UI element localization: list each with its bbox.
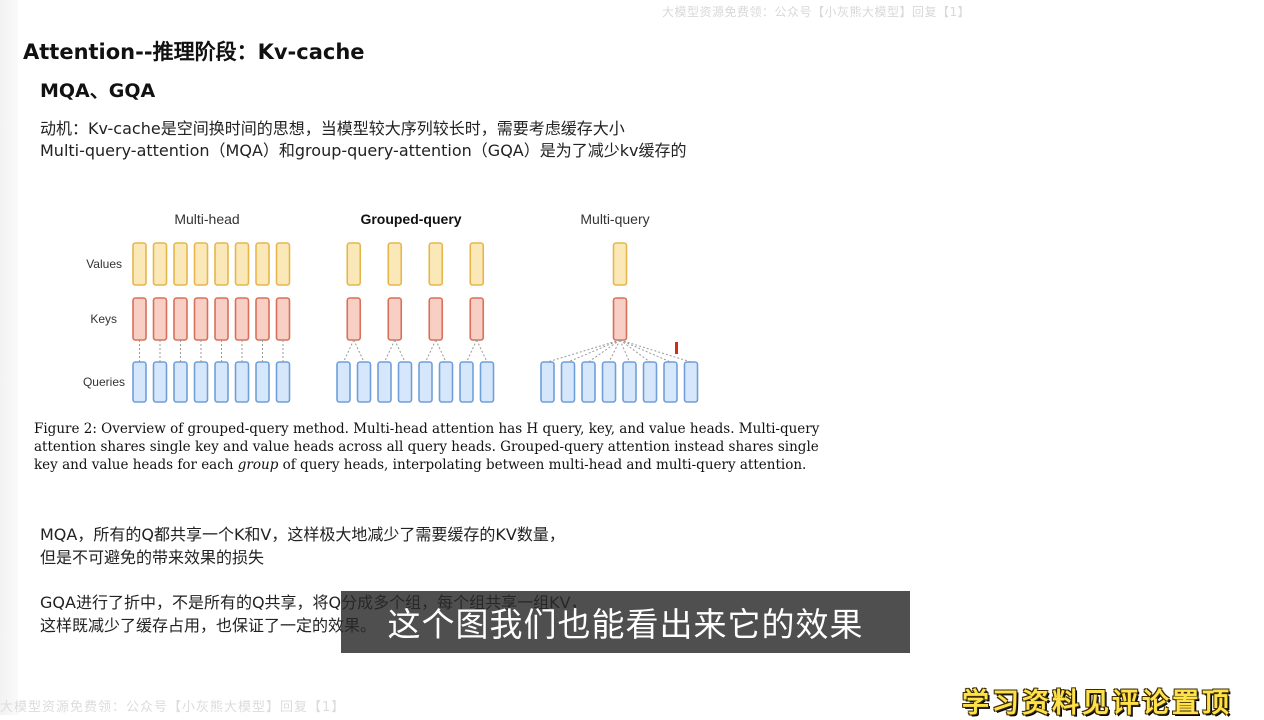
key-head [132, 297, 147, 341]
attention-link [608, 339, 621, 363]
value-head [346, 242, 362, 286]
attention-link [619, 339, 692, 363]
query-head [214, 361, 229, 403]
query-head [540, 361, 555, 403]
caption-line-3-a: key and value heads for each [34, 457, 238, 473]
attention-link [394, 339, 406, 363]
row-label-queries: Queries [83, 375, 125, 389]
attention-link [353, 339, 365, 363]
cursor-marker [675, 342, 678, 354]
gqa-line-2: 这样既减少了缓存占用，也保证了一定的效果。 [40, 616, 377, 635]
key-head [469, 297, 485, 341]
caption-line-2: attention shares single key and value he… [34, 439, 819, 455]
watermark-top: 大模型资源免费领：公众号【小灰熊大模型】回复【1】 [662, 5, 971, 19]
query-head [275, 361, 291, 403]
key-head [173, 297, 188, 341]
query-head [418, 361, 433, 403]
value-head [214, 242, 229, 286]
key-head [346, 297, 362, 341]
panel-title-grouped-query: Grouped-query [360, 211, 461, 227]
value-head [428, 242, 444, 286]
key-head [275, 297, 291, 341]
query-head [663, 361, 678, 403]
query-head [397, 361, 413, 403]
key-head [152, 297, 168, 341]
figure-caption: Figure 2: Overview of grouped-query meth… [34, 420, 820, 474]
value-head [255, 242, 270, 286]
attention-link [435, 339, 447, 363]
attention-link [588, 339, 621, 363]
key-head [193, 297, 209, 341]
caption-group-word: group [237, 457, 279, 473]
caption-line-3: key and value heads for each group of qu… [34, 456, 806, 474]
value-head [173, 242, 188, 286]
query-head [601, 361, 617, 403]
query-head [152, 361, 168, 403]
key-head [234, 297, 250, 341]
key-head [428, 297, 444, 341]
query-head [173, 361, 188, 403]
row-label-values: Values [86, 257, 122, 271]
query-head [336, 361, 351, 403]
motivation-line-2: Multi-query-attention（MQA）和group-query-a… [40, 141, 687, 160]
motivation-line-1: 动机：Kv-cache是空间换时间的思想，当模型较大序列较长时，需要考虑缓存大小 [40, 119, 625, 138]
diagram-shapes [132, 242, 699, 403]
attention-link [384, 339, 396, 363]
key-head [255, 297, 270, 341]
value-head [152, 242, 168, 286]
attention-link [466, 339, 478, 363]
value-head [612, 242, 628, 286]
query-head [438, 361, 454, 403]
query-head [132, 361, 147, 403]
value-head [469, 242, 485, 286]
row-label-keys: Keys [90, 312, 117, 326]
query-head [560, 361, 576, 403]
query-head [683, 361, 699, 403]
query-head [479, 361, 495, 403]
left-margin [0, 0, 18, 715]
watermark-bottom: 大模型资源免费领：公众号【小灰熊大模型】回复【1】 [0, 700, 346, 715]
attention-link [567, 339, 621, 363]
attention-link [619, 339, 651, 363]
value-head [275, 242, 291, 286]
query-head [193, 361, 209, 403]
query-head [642, 361, 658, 403]
caption-line-1: Figure 2: Overview of grouped-query meth… [34, 421, 820, 437]
mqa-line-2: 但是不可避免的带来效果的损失 [40, 548, 265, 567]
value-head [132, 242, 147, 286]
value-head [387, 242, 403, 286]
query-head [255, 361, 270, 403]
gqa-diagram: Multi-head Grouped-query Multi-query Val… [83, 211, 699, 403]
query-head [622, 361, 637, 403]
slide-subtitle: MQA、GQA [40, 80, 156, 102]
query-head [459, 361, 474, 403]
key-head [612, 297, 628, 341]
key-head [387, 297, 403, 341]
attention-link [476, 339, 488, 363]
value-head [193, 242, 209, 286]
attention-link [547, 339, 621, 363]
video-subtitle-text: 这个图我们也能看出来它的效果 [387, 605, 864, 644]
query-head [234, 361, 250, 403]
attention-link [425, 339, 437, 363]
query-head [356, 361, 372, 403]
query-head [581, 361, 596, 403]
value-head [234, 242, 250, 286]
key-head [214, 297, 229, 341]
query-head [377, 361, 392, 403]
attention-link [619, 339, 671, 363]
promo-banner: 学习资料见评论置顶 [962, 688, 1232, 719]
attention-link [343, 339, 355, 363]
mqa-line-1: MQA，所有的Q都共享一个K和V，这样极大地减少了需要缓存的KV数量， [40, 525, 565, 544]
slide-title: Attention--推理阶段：Kv-cache [23, 40, 365, 64]
panel-title-multi-query: Multi-query [580, 211, 649, 227]
video-subtitle-bar: 这个图我们也能看出来它的效果 [341, 591, 910, 653]
panel-title-multi-head: Multi-head [174, 211, 239, 227]
caption-line-3-b: of query heads, interpolating between mu… [278, 457, 807, 473]
